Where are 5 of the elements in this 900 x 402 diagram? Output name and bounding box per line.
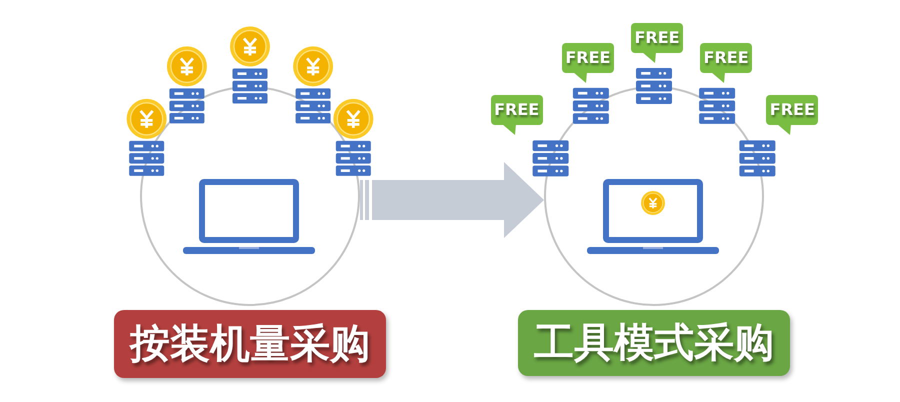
- label-banner: [114, 310, 386, 378]
- banner-text: 工具模式采购: [534, 320, 774, 366]
- arrow: [360, 162, 544, 238]
- label-banner: [518, 310, 790, 376]
- banner-text: 按装机量采购: [130, 321, 370, 367]
